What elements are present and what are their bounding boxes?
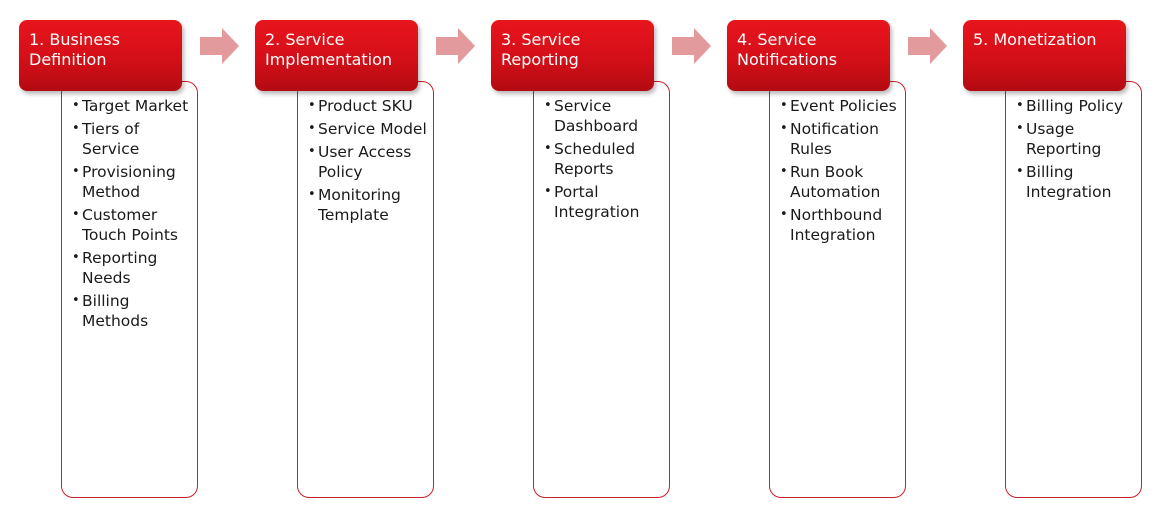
list-item: Product SKU xyxy=(308,96,429,116)
stage-2-header: 2. Service Implementation xyxy=(255,20,418,91)
list-item: Event Policies xyxy=(780,96,901,116)
stage-2-details: Product SKU Service Model User Access Po… xyxy=(297,81,434,498)
list-item: Monitoring Template xyxy=(308,185,429,225)
arrow-right-icon xyxy=(908,28,947,64)
list-item: Scheduled Reports xyxy=(544,139,665,179)
stage-1-details: Target Market Tiers of Service Provision… xyxy=(61,81,198,498)
list-item: Billing Integration xyxy=(1016,162,1137,202)
list-item: Portal Integration xyxy=(544,182,665,222)
stage-5-list: Billing Policy Usage Reporting Billing I… xyxy=(1006,82,1141,202)
list-item: Tiers of Service xyxy=(72,119,193,159)
stage-3-list: Service Dashboard Scheduled Reports Port… xyxy=(534,82,669,222)
arrow-right-icon xyxy=(436,28,475,64)
list-item: Notification Rules xyxy=(780,119,901,159)
list-item: Target Market xyxy=(72,96,193,116)
list-item: Provisioning Method xyxy=(72,162,193,202)
stage-3-details: Service Dashboard Scheduled Reports Port… xyxy=(533,81,670,498)
stage-3-header: 3. Service Reporting xyxy=(491,20,654,91)
stage-2: Product SKU Service Model User Access Po… xyxy=(255,0,435,523)
list-item: Northbound Integration xyxy=(780,205,901,245)
stage-1-list: Target Market Tiers of Service Provision… xyxy=(62,82,197,331)
arrow-right-icon xyxy=(672,28,711,64)
stage-4-list: Event Policies Notification Rules Run Bo… xyxy=(770,82,905,245)
list-item: Run Book Automation xyxy=(780,162,901,202)
arrow-right-icon xyxy=(200,28,239,64)
stage-4-details: Event Policies Notification Rules Run Bo… xyxy=(769,81,906,498)
stage-4-header: 4. Service Notifications xyxy=(727,20,890,91)
stage-2-list: Product SKU Service Model User Access Po… xyxy=(298,82,433,225)
stage-5-details: Billing Policy Usage Reporting Billing I… xyxy=(1005,81,1142,498)
list-item: Reporting Needs xyxy=(72,248,193,288)
list-item: Usage Reporting xyxy=(1016,119,1137,159)
stage-5-header: 5. Monetization xyxy=(963,20,1126,91)
stage-3: Service Dashboard Scheduled Reports Port… xyxy=(491,0,671,523)
list-item: Service Dashboard xyxy=(544,96,665,136)
stage-1-header: 1. Business Definition xyxy=(19,20,182,91)
list-item: Billing Methods xyxy=(72,291,193,331)
list-item: Service Model xyxy=(308,119,429,139)
stage-1: Target Market Tiers of Service Provision… xyxy=(19,0,199,523)
list-item: Customer Touch Points xyxy=(72,205,193,245)
stage-4: Event Policies Notification Rules Run Bo… xyxy=(727,0,907,523)
list-item: User Access Policy xyxy=(308,142,429,182)
list-item: Billing Policy xyxy=(1016,96,1137,116)
stage-5: Billing Policy Usage Reporting Billing I… xyxy=(963,0,1143,523)
